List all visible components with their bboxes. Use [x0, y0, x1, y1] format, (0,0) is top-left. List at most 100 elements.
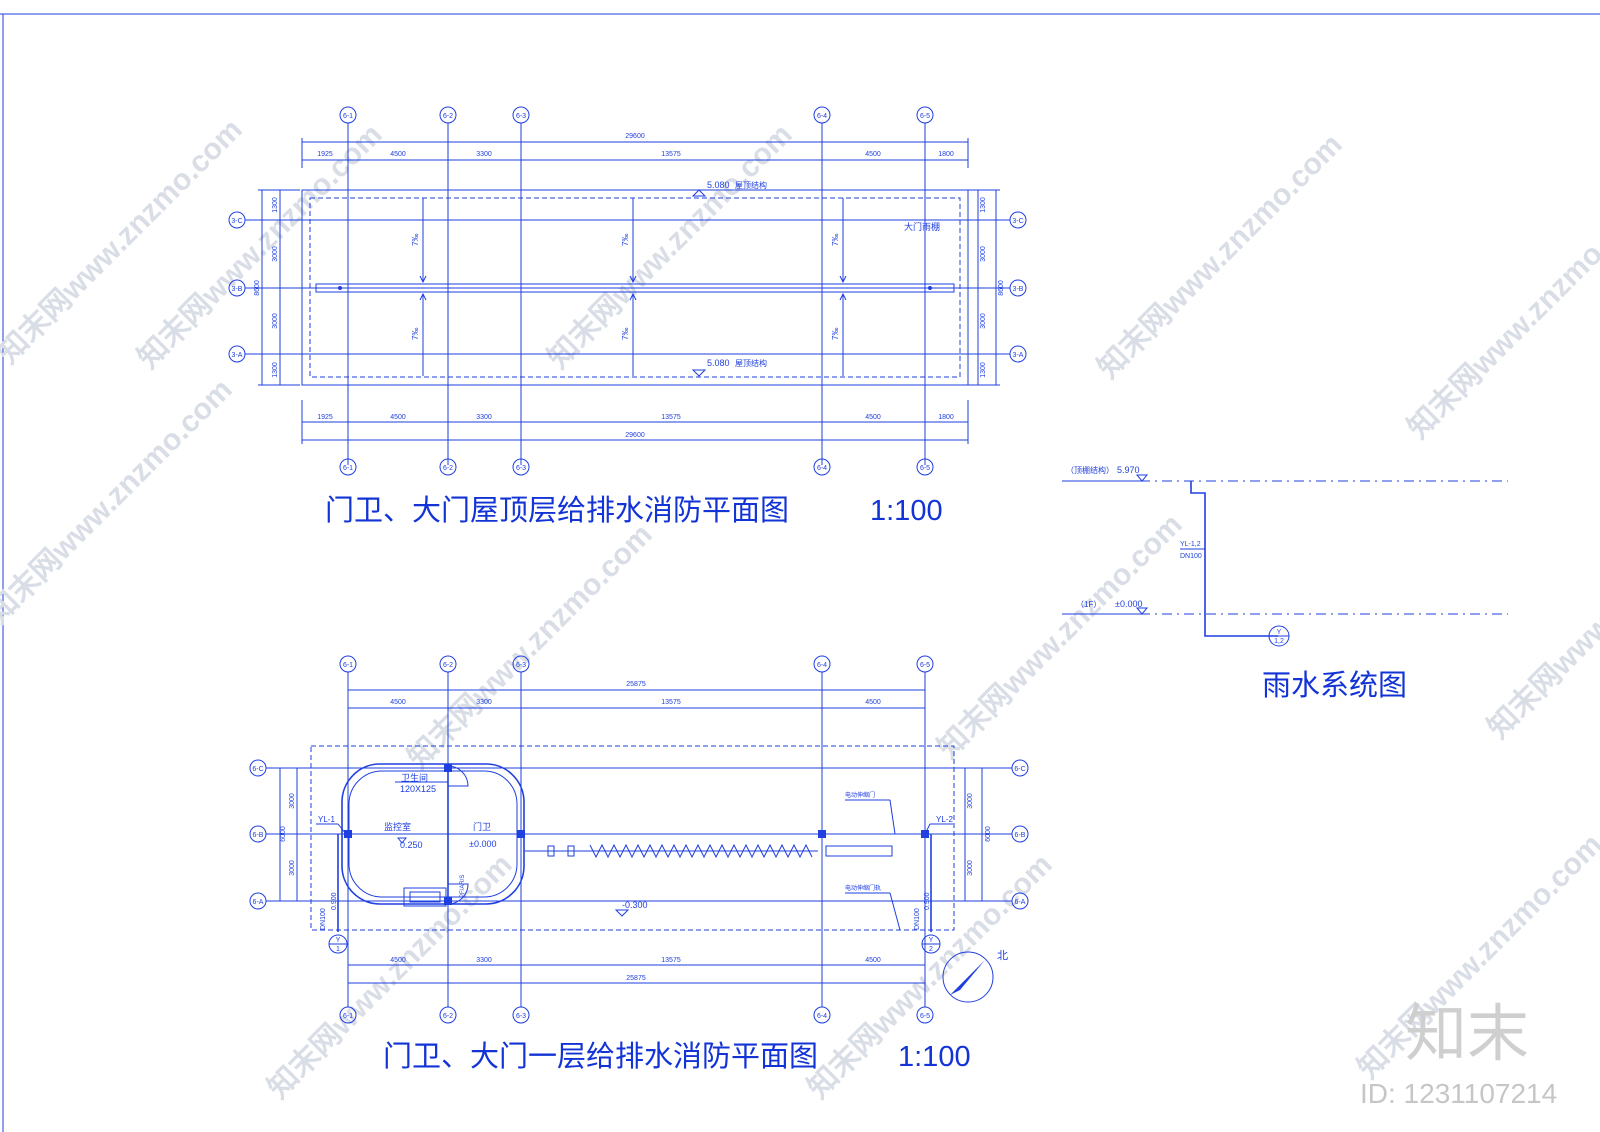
slope-label: 7‰ — [621, 234, 630, 246]
dim-segment: 3000 — [289, 860, 296, 876]
ground-bottom-dims: 4500 3300 13575 4500 25875 — [348, 957, 925, 984]
row-axis-label: 3-B — [232, 286, 243, 293]
dim-total: 25875 — [626, 975, 646, 982]
roof-level-top-note: 屋顶结构 — [735, 180, 767, 190]
watermark-text: 知末网www.znzmo.com — [932, 508, 1189, 765]
outlet-right-letter: Y — [929, 937, 934, 944]
rain-top-level: 5.970 — [1117, 465, 1140, 475]
level-marker — [614, 909, 630, 917]
watermark-text: 知末网www.znzmo.com — [402, 518, 659, 775]
gate-label-top: 电动伸缩门 — [845, 791, 875, 799]
ground-top-dims: 25875 4500 3300 13575 4500 — [348, 681, 925, 709]
row-axis-label: 3-C — [231, 218, 242, 225]
roof-gutter — [315, 283, 955, 293]
watermark-text: 知末网www.znzmo.com — [1092, 128, 1349, 385]
axis-label: 6-1 — [343, 1013, 353, 1020]
row-axis-label: 6-A — [1015, 899, 1026, 906]
level-marker — [1135, 474, 1149, 482]
dim-segment: 3300 — [476, 957, 492, 964]
roof-slopes: 7‰ 7‰ 7‰ 7‰ 7‰ 7‰ — [411, 198, 847, 376]
rain-system-title: 雨水系统图 — [1262, 669, 1407, 702]
rain-top-note: （顶棚结构） — [1066, 465, 1114, 475]
roof-drain — [338, 286, 342, 290]
ground-row-axes: 6-C 6-B 6-A 6-C 6-B 6-A — [249, 759, 1029, 910]
roof-top-axes: 6-1 6-2 6-3 6-4 6-5 6-1 6-2 6-3 6-4 6-5 — [339, 106, 934, 476]
dim-segment: 3300 — [476, 699, 492, 706]
dim-segment: 3000 — [967, 793, 974, 809]
riser-note: PF/AR/S — [460, 875, 466, 898]
rain-outlet-num: 1,2 — [1274, 638, 1284, 645]
level-marker — [691, 369, 707, 377]
dim-segment: 1925 — [317, 414, 333, 421]
dim-segment: 1800 — [938, 151, 954, 158]
outlet-right-num: 2 — [929, 946, 933, 953]
dim-total: 8600 — [998, 280, 1005, 296]
level-marker — [1135, 607, 1149, 615]
rain-downpipe — [1190, 481, 1278, 637]
slope-label: 7‰ — [411, 328, 420, 340]
dim-segment: 4500 — [865, 151, 881, 158]
watermarks: 知末网www.znzmo.com 知末网www.znzmo.com 知末网www… — [0, 113, 1600, 1105]
pipe-size: DN100 — [320, 908, 327, 930]
slope-label: 7‰ — [831, 234, 840, 246]
room-wc-size: 120X125 — [400, 784, 436, 794]
dim-segment: 3300 — [476, 151, 492, 158]
axis-label: 6-1 — [343, 465, 353, 472]
north-label: 北 — [997, 949, 1008, 962]
roof-drain — [928, 286, 932, 290]
row-axis-label: 3-A — [1013, 352, 1024, 359]
watermark-text: 知末网www.znzmo.com — [1402, 188, 1600, 445]
north-arrow: 北 — [942, 949, 1008, 1003]
dim-segment: 1300 — [980, 362, 987, 378]
dim-segment: 13575 — [661, 151, 681, 158]
canopy-outline — [310, 745, 955, 931]
axis-label: 6-2 — [443, 465, 453, 472]
dim-total: 29600 — [625, 432, 645, 439]
roof-row-axes: 3-C 3-B 3-A 3-C 3-B 3-A — [228, 211, 1027, 363]
axis-label: 6-1 — [343, 113, 353, 120]
roof-outline — [301, 189, 969, 386]
axis-bubble — [339, 106, 357, 124]
dim-segment: 13575 — [661, 957, 681, 964]
rain-pipe-label: YL-1,2 — [1180, 541, 1201, 548]
watermark-text: 知末网www.znzmo.com — [0, 373, 239, 630]
row-axis-label: 6-A — [253, 899, 264, 906]
axis-label: 6-3 — [516, 1013, 526, 1020]
roof-right-dims: 1300 3000 3000 1300 8600 — [965, 189, 1005, 386]
dim-segment: 4500 — [865, 414, 881, 421]
dim-segment: 1925 — [317, 151, 333, 158]
row-axis-label: 6-B — [253, 832, 264, 839]
pipe-size: DN100 — [914, 908, 921, 930]
room-wc: 卫生间 — [401, 772, 428, 783]
dim-total: 6000 — [985, 826, 992, 842]
gate-label-bottom: 电动伸缩门轨 — [845, 884, 881, 892]
dim-total: 25875 — [626, 681, 646, 688]
dim-segment: 3000 — [967, 860, 974, 876]
rain-pipe-size: DN100 — [1180, 553, 1202, 560]
ground-plan-title: 门卫、大门一层给排水消防平面图 — [383, 1040, 818, 1073]
rain-floor-level: ±0.000 — [1115, 599, 1142, 609]
roof-plan-scale: 1:100 — [870, 495, 943, 527]
axis-label: 6-5 — [920, 662, 930, 669]
slope-label: 7‰ — [411, 234, 420, 246]
rain-system: （顶棚结构） 5.970 （1F） ±0.000 YL-1,2 DN100 Y … — [1062, 465, 1508, 702]
outlet-left-letter: Y — [336, 937, 341, 944]
dim-total: 8600 — [254, 280, 261, 296]
axis-bubble — [916, 106, 934, 124]
counter-inner — [409, 891, 441, 903]
row-axis-label: 6-C — [1014, 766, 1025, 773]
dim-segment: 3000 — [980, 246, 987, 262]
rain-outlet-letter: Y — [1277, 629, 1282, 636]
roof-level-top: 5.080 — [707, 180, 730, 190]
dim-segment: 4500 — [390, 414, 406, 421]
room-monitor: 监控室 — [384, 821, 411, 832]
ground-plan-scale: 1:100 — [898, 1041, 971, 1073]
roof-parapet — [309, 197, 961, 378]
axis-label: 6-4 — [817, 465, 827, 472]
watermark-text: 知末网www.znzmo.com — [0, 113, 249, 370]
axis-label: 6-4 — [817, 113, 827, 120]
roof-top-dims: 29600 1925 4500 3300 13575 4500 1800 — [301, 133, 969, 168]
outlet-left-num: 1 — [336, 946, 340, 953]
dim-total: 29600 — [625, 133, 645, 140]
